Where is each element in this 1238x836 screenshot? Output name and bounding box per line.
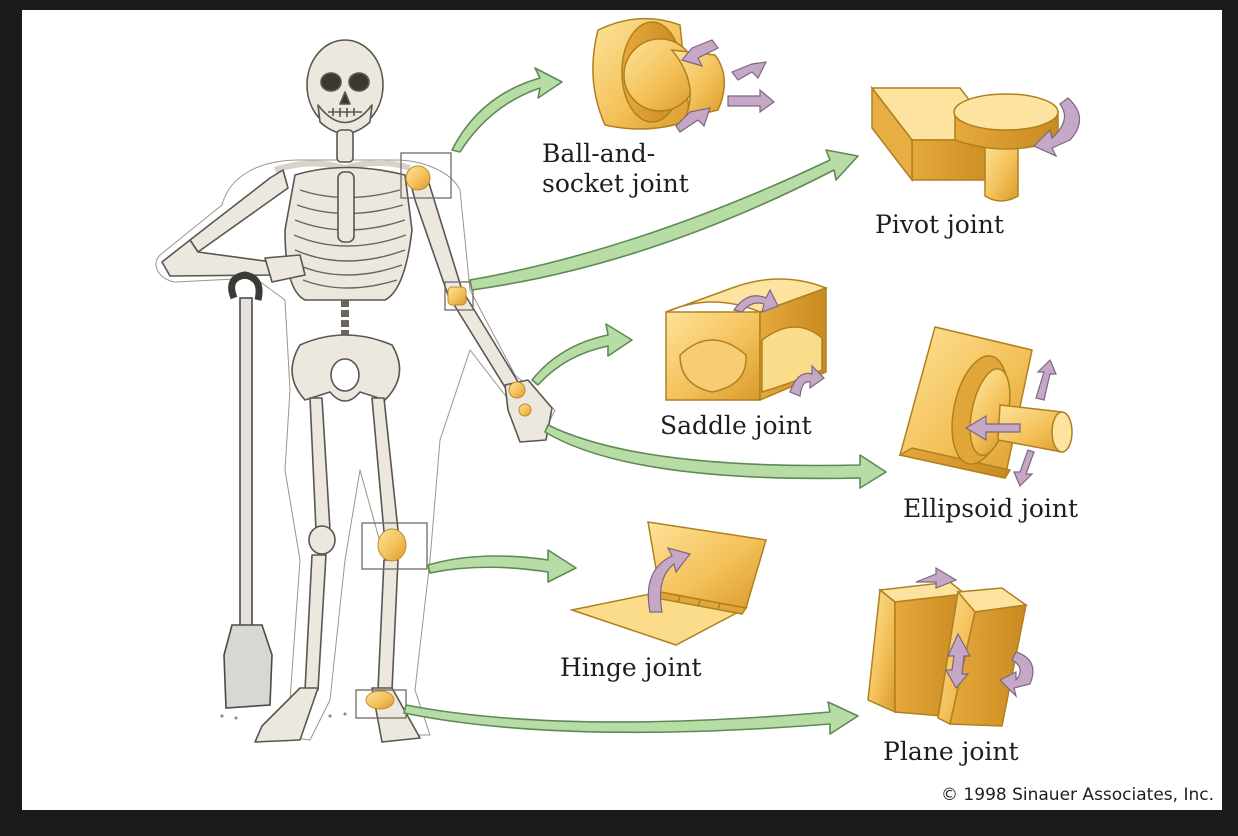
hinge-swing-arrow-icon: [647, 547, 692, 613]
ellipsoid-model: [897, 326, 1073, 479]
callout-box-ankle: [355, 689, 407, 719]
plane-model: [867, 581, 1028, 727]
upper-arm-left: [189, 169, 289, 253]
arrow-to-ball-socket: [451, 67, 563, 153]
pointer-arrows: [403, 67, 887, 735]
copyright-notice: © 1998 Sinauer Associates, Inc.: [941, 785, 1214, 805]
nose-cavity: [339, 91, 351, 105]
skull: [306, 39, 384, 131]
saddle-top-arrow-icon: [733, 288, 779, 313]
pivot-model: [870, 85, 1059, 202]
saddle-motion-arrows: [733, 288, 825, 397]
tibia-right: [377, 559, 399, 691]
upper-arm-right: [407, 171, 463, 296]
swing-up-arrow-icon: [731, 61, 768, 81]
label-pivot: Pivot joint: [875, 210, 1004, 239]
skeleton-figure: [155, 39, 556, 743]
plane-vertical-slide-arrow-icon: [944, 632, 972, 690]
forearm-left: [161, 239, 273, 277]
ellipsoid-rod-end: [1051, 411, 1073, 453]
knee-left: [308, 525, 336, 555]
ellipsoid-block-side: [897, 447, 1012, 479]
ball: [623, 38, 697, 112]
ball-socket-motion-arrows: [675, 39, 775, 133]
spade-shaft: [239, 297, 253, 629]
saddle-side-arrow-icon: [789, 364, 825, 397]
elbow-joint-highlight: [447, 286, 467, 306]
wrist-joint-highlight: [508, 381, 526, 399]
arrow-to-hinge: [427, 549, 577, 583]
callout-box-shoulder: [400, 152, 452, 199]
femur-left: [309, 397, 331, 531]
pivot-rotation-arrow-icon: [1032, 97, 1081, 158]
plane-block-left-front: [867, 588, 896, 714]
hinge-model: [569, 521, 767, 646]
shoulder-joint-highlight: [405, 165, 431, 191]
plane-top-slide-arrow-icon: [915, 566, 958, 589]
label-hinge: Hinge joint: [560, 653, 702, 682]
pelvis-opening: [330, 358, 360, 392]
spade-blade: [223, 624, 273, 709]
callout-box-elbow: [444, 281, 474, 311]
femur-right: [371, 397, 399, 533]
hinge-knuckle-lines: [677, 595, 721, 610]
arrow-to-pivot: [469, 149, 859, 291]
label-plane: Plane joint: [883, 737, 1019, 766]
sternum: [337, 171, 355, 243]
swing-right-arrow-icon: [727, 88, 775, 114]
label-saddle: Saddle joint: [660, 411, 812, 440]
pivot-disc-top: [953, 93, 1059, 131]
neck: [336, 129, 354, 163]
label-ball-socket-line1: Ball-and-: [542, 139, 655, 168]
foot-left: [254, 687, 319, 743]
ellipsoid-motion-arrows: [964, 358, 1057, 488]
joint-callouts: [355, 152, 532, 719]
spade: [223, 271, 273, 709]
ankle-joint-highlight: [365, 690, 395, 710]
arrow-to-ellipsoid: [544, 424, 887, 489]
ellipsoid-up-arrow-icon: [1035, 358, 1057, 401]
rotate-arrow-icon: [680, 39, 719, 67]
ellipsoid-push-arrow-icon: [964, 414, 1021, 442]
arrow-to-saddle: [531, 323, 633, 386]
eye-socket-left: [320, 72, 342, 92]
ball-socket-model: [592, 17, 725, 130]
label-ball-socket-line2: socket joint: [542, 169, 689, 198]
ellipsoid-down-arrow-icon: [1013, 449, 1035, 488]
saddle-curve: [679, 339, 747, 393]
plane-motion-arrows: [915, 566, 1034, 698]
tibia-left: [304, 554, 327, 691]
plane-rotate-arrow-icon: [998, 651, 1034, 698]
plane-block-right-side: [949, 604, 1027, 727]
pivot-post: [984, 139, 1019, 202]
eye-socket-right: [348, 72, 370, 92]
spade-handle-grip: [228, 271, 263, 301]
swing-down-arrow-icon: [675, 107, 711, 133]
arrow-to-plane: [403, 701, 859, 735]
thumb-joint-highlight: [518, 403, 532, 417]
pivot-base-side: [871, 85, 913, 183]
label-ellipsoid: Ellipsoid joint: [903, 494, 1078, 523]
hand-left: [264, 254, 306, 283]
teeth: [328, 108, 362, 117]
jaw: [317, 104, 373, 135]
knee-joint-highlight: [377, 528, 407, 562]
saddle-upper-top: [665, 278, 829, 313]
saddle-model: [665, 278, 829, 402]
callout-box-knee: [361, 522, 428, 570]
